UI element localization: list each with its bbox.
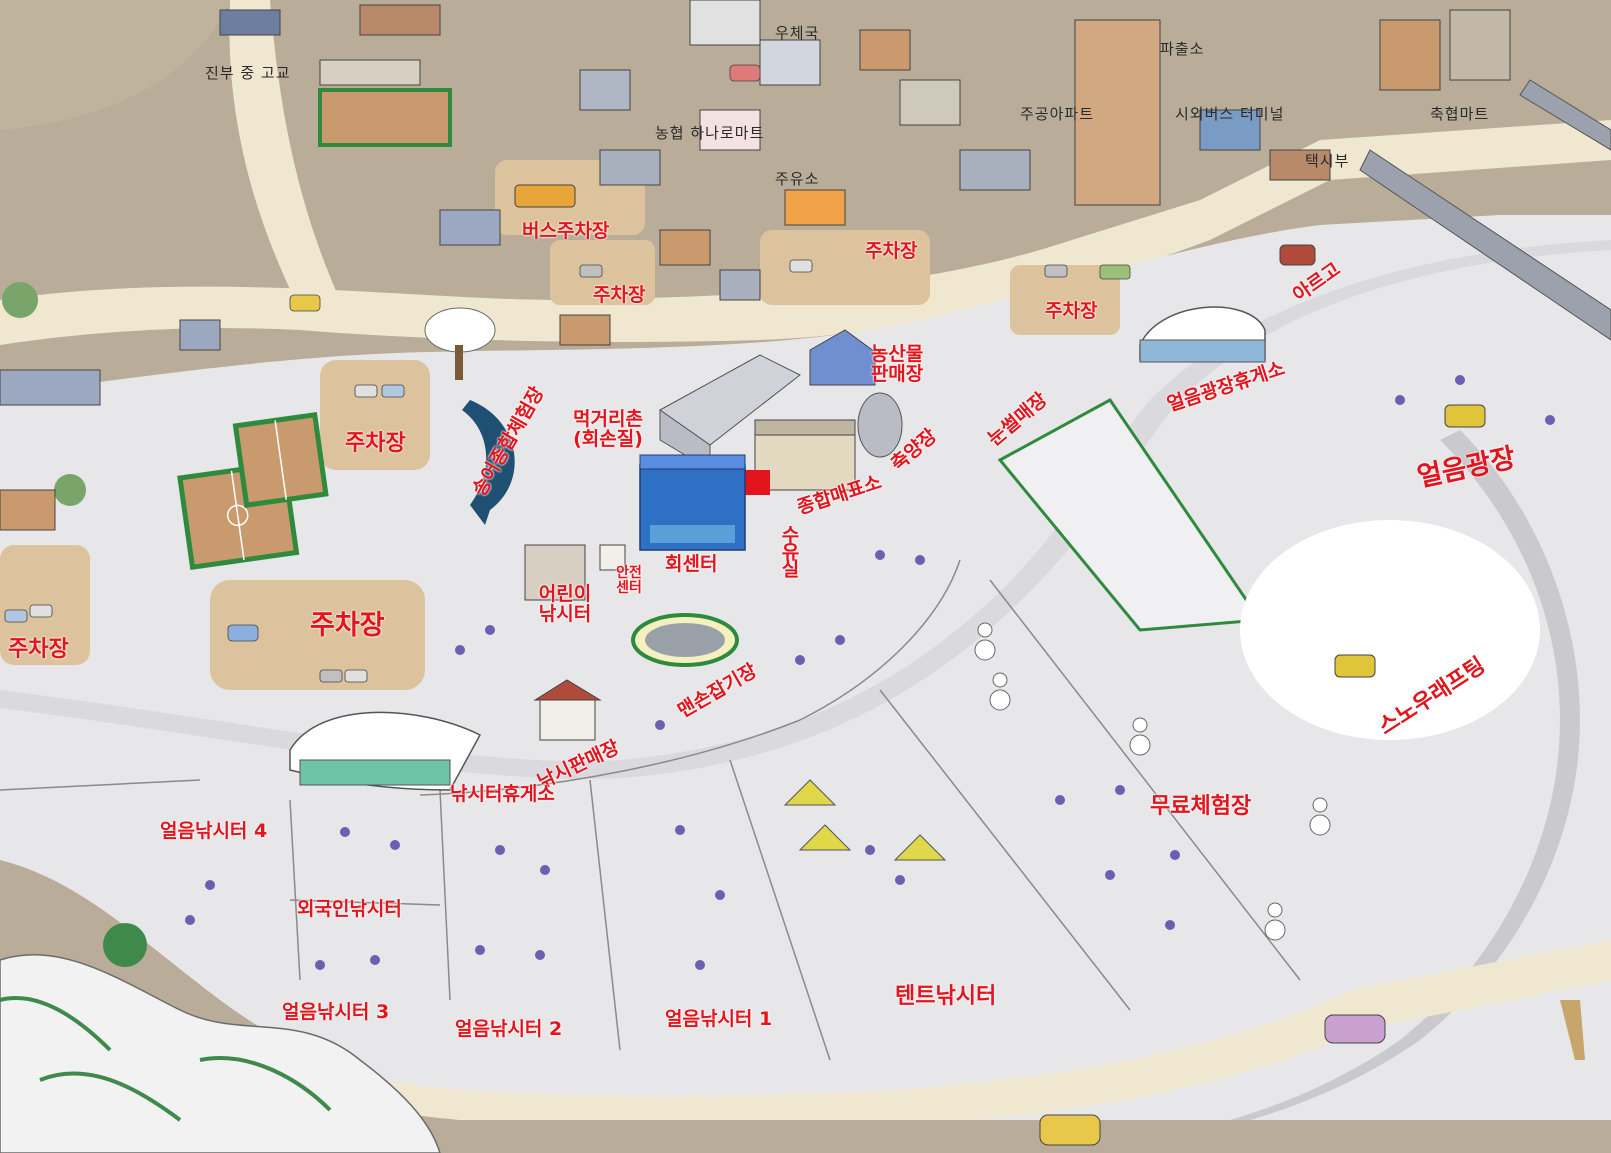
label-parking-1: 주차장 [593, 284, 646, 306]
label-parking-2: 주차장 [865, 240, 918, 262]
town-label-livestock-mart: 축협마트 [1430, 105, 1490, 123]
label-bus-parking: 버스주차장 [522, 220, 610, 242]
label-parking-4: 주차장 [345, 431, 406, 456]
label-free-experience: 무료체험장 [1150, 794, 1252, 819]
label-fishing-rest: 낚시터휴게소 [450, 783, 555, 805]
label-tent-fishing: 텐트낚시터 [895, 984, 997, 1009]
label-ice-fishing-2: 얼음낚시터 2 [455, 1018, 563, 1040]
town-label-bus-terminal: 시외버스 터미널 [1175, 105, 1285, 123]
label-ice-fishing-1: 얼음낚시터 1 [665, 1008, 773, 1030]
town-label-school: 진부 중 고교 [205, 64, 291, 82]
label-parking-6: 주차장 [8, 637, 69, 662]
label-safety-center: 안전 센터 [616, 565, 642, 596]
label-foreigner-fishing: 외국인낚시터 [297, 898, 402, 920]
town-label-gas-station: 주유소 [775, 170, 820, 188]
label-parking-3: 주차장 [1045, 300, 1098, 322]
label-kids-fishing: 어린이 낚시터 [538, 583, 592, 625]
label-nursing-room: 수유실 [777, 525, 800, 576]
label-food-village: 먹거리촌 (회손질) [573, 408, 643, 450]
label-parking-5: 주차장 [310, 610, 385, 641]
town-label-nh-mart: 농협 하나로마트 [655, 124, 765, 142]
label-ice-fishing-4: 얼음낚시터 4 [160, 820, 268, 842]
label-hoe-center: 회센터 [665, 553, 718, 575]
town-label-taxi: 택시부 [1305, 152, 1350, 170]
town-label-post-office: 우체국 [775, 24, 820, 42]
label-ice-fishing-3: 얼음낚시터 3 [282, 1001, 390, 1023]
town-label-police-box: 파출소 [1160, 40, 1205, 58]
label-farm-market: 농산물 판매장 [870, 343, 924, 385]
town-label-apartment: 주공아파트 [1020, 105, 1095, 123]
